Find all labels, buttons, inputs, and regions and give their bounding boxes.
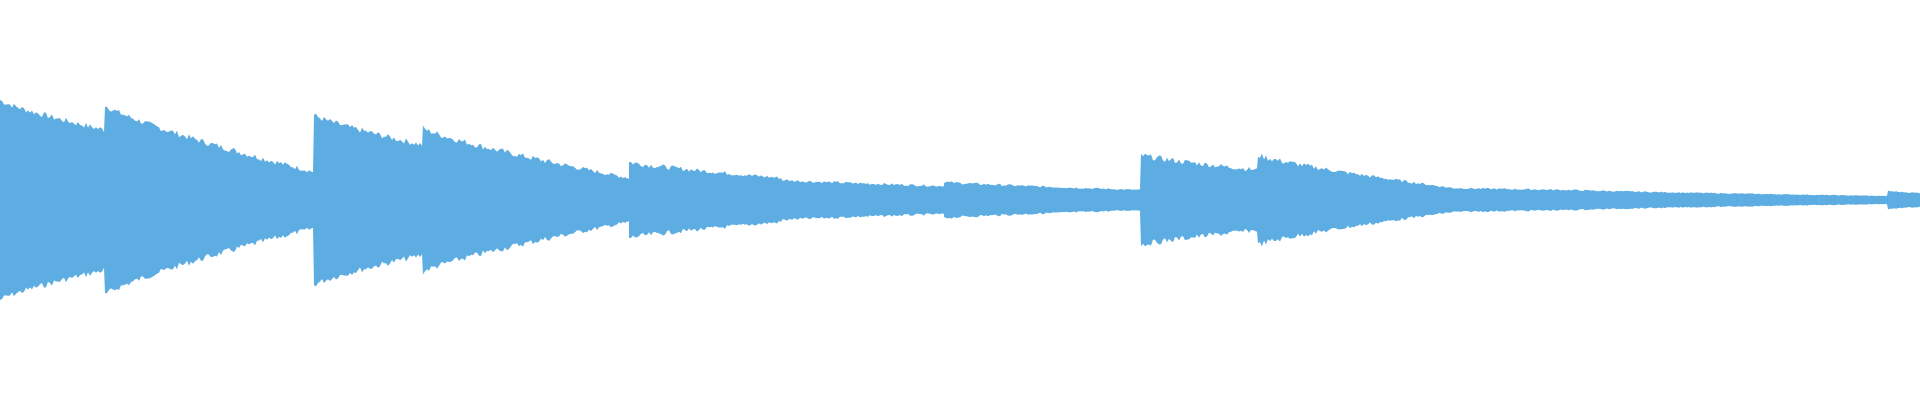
waveform-envelope	[0, 100, 1920, 300]
